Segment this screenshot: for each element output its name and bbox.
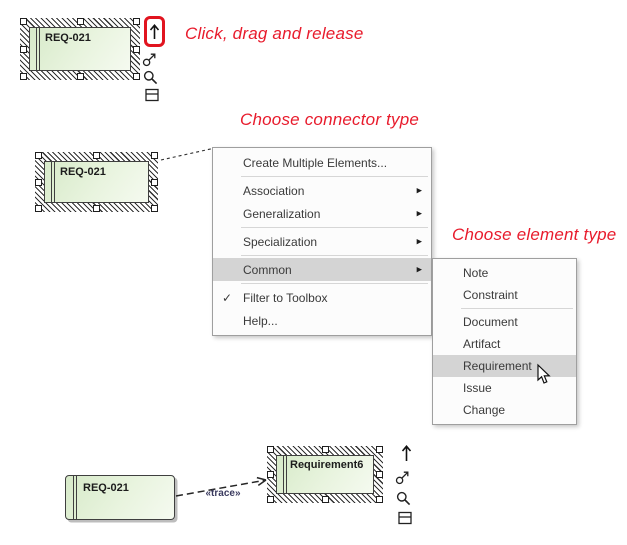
menu-item-label: Generalization — [243, 206, 321, 221]
menu-item-help[interactable]: Help... — [213, 309, 431, 332]
requirement-tab-line — [39, 28, 40, 70]
red-highlight-box — [144, 16, 165, 47]
selection-handle[interactable] — [133, 73, 140, 80]
selection-handle[interactable] — [133, 45, 140, 53]
menu-separator — [461, 308, 573, 309]
requirement-tab-line — [51, 162, 52, 202]
menu-item-label: Note — [463, 266, 489, 280]
menu-item-label: Create Multiple Elements... — [243, 155, 388, 170]
annotation-choose-element: Choose element type — [452, 225, 617, 244]
menu-item-association[interactable]: Association ▶ — [213, 179, 431, 202]
menu-separator — [241, 255, 428, 256]
selection-handle[interactable] — [20, 45, 27, 53]
element-label: Requirement6 — [290, 459, 364, 471]
trace-connector[interactable] — [170, 470, 280, 500]
selection-handle[interactable] — [151, 205, 158, 212]
menu-item-label: Issue — [463, 381, 492, 395]
connector-stereotype-label: «trace» — [205, 488, 241, 499]
selection-handle[interactable] — [20, 73, 27, 80]
submenu-item-document[interactable]: Document — [433, 311, 576, 333]
magnifier-icon[interactable] — [143, 70, 158, 85]
submenu-arrow-icon: ▶ — [416, 210, 422, 217]
menu-item-filter-to-toolbox[interactable]: ✓ Filter to Toolbox — [213, 286, 431, 309]
annotation-choose-connector: Choose connector type — [240, 110, 420, 129]
requirement-tab-line — [54, 162, 55, 202]
mouse-cursor-icon — [537, 363, 551, 384]
selection-handle[interactable] — [376, 496, 383, 503]
quicklink-pointer-icon[interactable] — [142, 51, 157, 67]
menu-item-specialization[interactable]: Specialization ▶ — [213, 230, 431, 253]
requirement-element-top[interactable]: REQ-021 — [20, 18, 140, 80]
menu-item-label: Common — [243, 262, 292, 277]
selection-handle[interactable] — [133, 18, 140, 25]
selection-handle[interactable] — [376, 471, 383, 478]
annotation-click-drag: Click, drag and release — [185, 24, 364, 43]
element-label: REQ-021 — [83, 482, 129, 494]
requirement-tab-line — [73, 476, 74, 519]
menu-item-label: Constraint — [463, 288, 518, 302]
menu-item-common[interactable]: Common ▶ — [213, 258, 431, 281]
requirement-element-middle[interactable]: REQ-021 — [35, 152, 158, 212]
selection-handle[interactable] — [35, 205, 42, 212]
quicklink-pointer-icon[interactable] — [395, 469, 410, 485]
magnifier-icon[interactable] — [396, 491, 411, 506]
properties-window-icon[interactable] — [398, 511, 412, 525]
selection-handle[interactable] — [267, 446, 274, 453]
requirement-element-bottom-target[interactable]: Requirement6 — [267, 446, 383, 503]
menu-separator — [241, 227, 428, 228]
quicklinker-up-arrow-icon[interactable] — [148, 23, 161, 40]
menu-separator — [241, 283, 428, 284]
selection-handle[interactable] — [93, 152, 100, 159]
requirement-tab-line — [36, 28, 37, 70]
selection-handle[interactable] — [20, 18, 27, 25]
selection-handle[interactable] — [76, 18, 84, 25]
selection-handle[interactable] — [267, 471, 274, 478]
selection-handle[interactable] — [151, 178, 158, 186]
selection-handle[interactable] — [321, 446, 329, 453]
menu-item-label: Help... — [243, 313, 278, 328]
quicklinker-up-arrow-icon[interactable] — [400, 444, 413, 462]
element-label: REQ-021 — [60, 166, 106, 178]
properties-window-icon[interactable] — [145, 88, 159, 102]
submenu-arrow-icon: ▶ — [416, 238, 422, 245]
selection-handle[interactable] — [151, 152, 158, 159]
menu-item-create-multiple-elements[interactable]: Create Multiple Elements... — [213, 151, 431, 174]
requirement-box[interactable]: REQ-021 — [44, 161, 149, 203]
checkmark-icon: ✓ — [222, 290, 233, 305]
selection-handle[interactable] — [93, 205, 100, 212]
selection-handle[interactable] — [35, 152, 42, 159]
menu-item-label: Document — [463, 315, 518, 329]
element-label: REQ-021 — [45, 32, 91, 44]
element-type-submenu: Note Constraint Document Artifact Requir… — [432, 258, 577, 425]
selection-handle[interactable] — [267, 496, 274, 503]
selection-handle[interactable] — [376, 446, 383, 453]
requirement-tab-line — [286, 456, 287, 493]
submenu-item-note[interactable]: Note — [433, 262, 576, 284]
requirement-tab-line — [76, 476, 77, 519]
requirement-element-bottom-source[interactable]: REQ-021 — [65, 475, 175, 520]
selection-handle[interactable] — [321, 496, 329, 503]
requirement-tab-line — [283, 456, 284, 493]
submenu-item-requirement[interactable]: Requirement — [433, 355, 576, 377]
submenu-item-constraint[interactable]: Constraint — [433, 284, 576, 306]
selection-handle[interactable] — [76, 73, 84, 80]
menu-separator — [241, 176, 428, 177]
submenu-item-issue[interactable]: Issue — [433, 377, 576, 399]
selection-handle[interactable] — [35, 178, 42, 186]
connector-context-menu: Create Multiple Elements... Association … — [212, 147, 432, 336]
submenu-item-change[interactable]: Change — [433, 399, 576, 421]
menu-item-generalization[interactable]: Generalization ▶ — [213, 202, 431, 225]
menu-item-label: Specialization — [243, 234, 318, 249]
menu-item-label: Filter to Toolbox — [243, 290, 328, 305]
menu-item-label: Requirement — [463, 359, 532, 373]
submenu-arrow-icon: ▶ — [416, 187, 422, 194]
submenu-item-artifact[interactable]: Artifact — [433, 333, 576, 355]
requirement-box[interactable]: REQ-021 — [29, 27, 131, 71]
submenu-arrow-icon: ▶ — [416, 266, 422, 273]
menu-item-label: Association — [243, 183, 305, 198]
requirement-box[interactable]: Requirement6 — [276, 455, 374, 494]
menu-item-label: Change — [463, 403, 506, 417]
menu-item-label: Artifact — [463, 337, 501, 351]
